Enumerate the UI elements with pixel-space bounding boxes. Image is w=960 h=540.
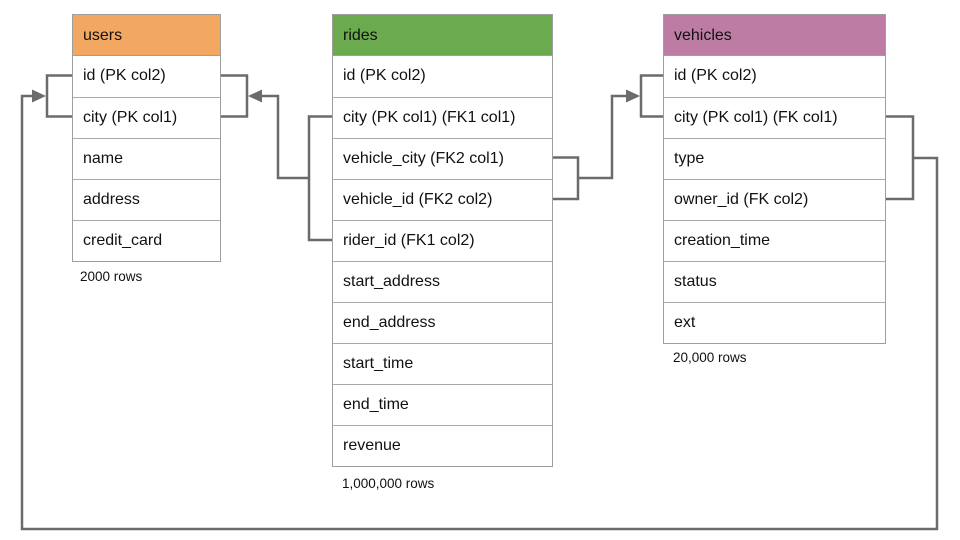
vehicles-left-bracket [639, 74, 663, 118]
table-column-row: revenue [333, 425, 552, 466]
table-column-row: vehicle_city (FK2 col1) [333, 138, 552, 179]
table-column-row: city (PK col1) [73, 97, 220, 138]
table-column-row: type [664, 138, 885, 179]
table-users-header: users [73, 15, 220, 56]
table-users-rowcount: 2000 rows [80, 269, 143, 284]
table-vehicles-columns: id (PK col2)city (PK col1) (FK col1)type… [664, 56, 885, 343]
table-column-row: creation_time [664, 220, 885, 261]
table-column-row: start_time [333, 343, 552, 384]
table-column-row: name [73, 138, 220, 179]
table-column-row: city (PK col1) (FK1 col1) [333, 97, 552, 138]
rides-to-vehicles-arrowhead [626, 89, 640, 103]
table-column-row: address [73, 179, 220, 220]
users-left-bracket [45, 74, 72, 118]
table-rides-columns: id (PK col2)city (PK col1) (FK1 col1)veh… [333, 56, 552, 466]
table-column-row: end_address [333, 302, 552, 343]
rides-left-bracket [307, 115, 332, 242]
table-column-row: id (PK col2) [333, 56, 552, 97]
table-vehicles-header: vehicles [664, 15, 885, 56]
table-column-row: owner_id (FK col2) [664, 179, 885, 220]
table-column-row: id (PK col2) [73, 56, 220, 97]
table-vehicles-rowcount: 20,000 rows [673, 350, 747, 365]
table-column-row: rider_id (FK1 col2) [333, 220, 552, 261]
table-column-row: start_address [333, 261, 552, 302]
vehicles-to-users-arrowhead [32, 89, 46, 103]
rides-right-bracket [553, 156, 580, 201]
table-column-row: id (PK col2) [664, 56, 885, 97]
table-rides: rides id (PK col2)city (PK col1) (FK1 co… [332, 14, 553, 467]
table-column-row: status [664, 261, 885, 302]
rides-to-users-line [260, 94, 309, 180]
table-rides-header: rides [333, 15, 552, 56]
table-vehicles: vehicles id (PK col2)city (PK col1) (FK … [663, 14, 886, 344]
rides-to-vehicles-line [578, 94, 628, 180]
table-column-row: end_time [333, 384, 552, 425]
table-column-row: city (PK col1) (FK col1) [664, 97, 885, 138]
rides-to-users-arrowhead [248, 89, 262, 103]
table-column-row: ext [664, 302, 885, 343]
vehicles-right-bracket [886, 115, 915, 201]
table-rides-rowcount: 1,000,000 rows [342, 476, 435, 491]
users-right-bracket [221, 74, 249, 118]
table-column-row: credit_card [73, 220, 220, 261]
table-column-row: vehicle_id (FK2 col2) [333, 179, 552, 220]
